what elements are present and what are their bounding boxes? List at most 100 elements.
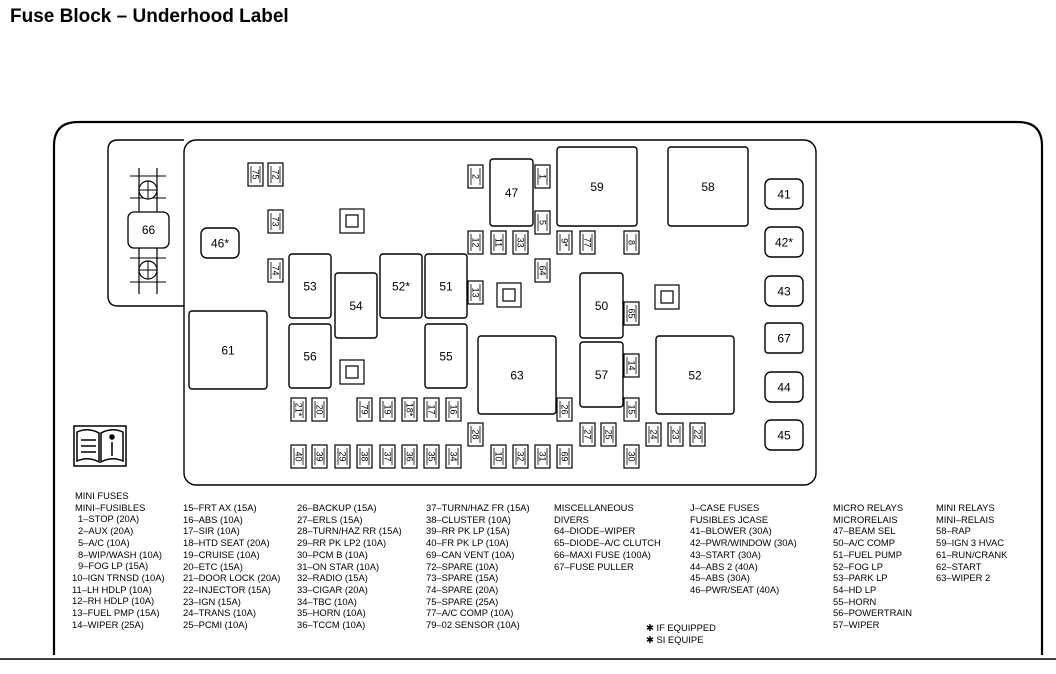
- legend-entry: 31–ON STAR (10A): [297, 560, 380, 572]
- mini-fuse-12: 12: [467, 230, 484, 255]
- relay-label: 57: [595, 368, 609, 382]
- relay-52a: 52*: [379, 253, 423, 319]
- legend-entry: 32–RADIO (15A): [297, 572, 368, 584]
- mini-fuse-64: 64: [534, 258, 551, 283]
- mini-fuse-24: 24: [645, 422, 662, 447]
- relay-label: 42*: [775, 236, 793, 250]
- mini-fuse-39: 39: [311, 444, 328, 469]
- mini-fuse-32: 32: [512, 444, 529, 469]
- mini-fuse-label: 20: [314, 404, 324, 414]
- legend-entry: 69–CAN VENT (10A): [426, 548, 515, 560]
- legend-heading: MICRO RELAYS: [833, 502, 904, 513]
- mini-fuse-label: 72: [270, 169, 280, 179]
- legend-note: ✱ SI EQUIPE: [646, 633, 704, 645]
- legend-entry: 10–IGN TRNSD (10A): [72, 571, 165, 583]
- relay-label: 43: [777, 285, 791, 299]
- mini-fuse-79: 79: [356, 397, 373, 422]
- mini-fuse-label: 65: [626, 308, 636, 318]
- mini-fuse-label: 10: [493, 451, 503, 461]
- legend-entry: 44–ABS 2 (40A): [690, 560, 758, 572]
- mini-fuse-label: 28: [470, 429, 480, 439]
- mini-fuse-23: 23: [667, 422, 684, 447]
- relay-label: 50: [595, 299, 609, 313]
- mini-fuse-5: 5: [534, 210, 551, 235]
- mini-fuse-label: 39: [314, 451, 324, 461]
- legend-entry: 56–POWERTRAIN: [833, 607, 913, 619]
- legend-entry: 13–FUEL PMP (15A): [72, 607, 160, 619]
- mini-fuse-label: 9*: [559, 238, 569, 247]
- legend-heading: MINI–RELAIS: [936, 513, 995, 525]
- mini-fuse-27: 27: [579, 422, 596, 447]
- mini-fuse-label: 74: [270, 265, 280, 275]
- legend-heading: MISCELLANEOUS: [554, 502, 634, 513]
- legend-miscellaneous: MISCELLANEOUS DIVERS 64–DIODE–WIPER 65–D…: [554, 502, 661, 572]
- mini-fuse-label: 5: [537, 220, 547, 225]
- mini-fuse-15: 15: [623, 397, 640, 422]
- legend-entry: 28–TURN/HAZ RR (15A): [297, 525, 402, 537]
- relay-label: 55: [439, 350, 453, 364]
- legend-entry: 67–FUSE PULLER: [554, 560, 634, 572]
- legend-heading: MINI–FUSIBLES: [75, 501, 146, 513]
- legend-entry: 63–WIPER 2: [936, 572, 991, 584]
- mini-fuse-label: 12: [470, 237, 480, 247]
- legend-entry: 51–FUEL PUMP: [833, 548, 902, 560]
- legend-entry: 59–IGN 3 HVAC: [936, 537, 1005, 549]
- relay-44: 44: [764, 371, 804, 403]
- relay-label: 46*: [211, 237, 229, 251]
- mini-fuse-label: 73: [270, 216, 280, 226]
- mini-fuse-label: 64: [537, 265, 547, 275]
- legend-jcase-fuses: J–CASE FUSES FUSIBLES JCASE 41–BLOWER (3…: [690, 502, 797, 596]
- mini-fuse-28: 28: [467, 422, 484, 447]
- legend-fuses-15-25: 15–FRT AX (15A) 16–ABS (10A) 17–SIR (10A…: [183, 502, 280, 631]
- mini-fuse-label: 25: [603, 429, 613, 439]
- mini-fuse-label: 32: [515, 451, 525, 461]
- mini-fuse-label: 13: [470, 287, 480, 297]
- mini-fuse-label: 16: [448, 404, 458, 414]
- mini-fuse-label: 22: [692, 429, 702, 439]
- mini-fuse-label: 33: [515, 237, 525, 247]
- legend-entry: 24–TRANS (10A): [183, 607, 256, 619]
- legend-entry: 45–ABS (30A): [690, 572, 750, 584]
- legend-entry: 54–HD LP: [833, 583, 877, 595]
- legend-entry: 30–PCM B (10A): [297, 548, 368, 560]
- relay-41: 41: [764, 178, 804, 210]
- legend-entry: 19–CRUISE (10A): [183, 548, 260, 560]
- relay-label: 45: [777, 429, 791, 443]
- legend-entry: 15–FRT AX (15A): [183, 502, 257, 513]
- legend-entry: 62–START: [936, 560, 982, 572]
- legend-micro-relays: MICRO RELAYS MICRORELAIS 47–BEAM SEL 50–…: [833, 502, 912, 631]
- legend-entry: 11–LH HDLP (10A): [72, 583, 152, 595]
- legend-entry: 25–PCMI (10A): [183, 619, 248, 631]
- mini-fuse-2: 2: [467, 164, 484, 189]
- mini-fuse-label: 30: [626, 451, 636, 461]
- mini-fuse-label: 14: [626, 360, 636, 370]
- legend-entry: 21–DOOR LOCK (20A): [183, 572, 281, 584]
- mini-fuse-35: 35: [423, 444, 440, 469]
- mini-fuse-label: 29: [337, 451, 347, 461]
- fuse-block-body: [183, 139, 817, 486]
- legend-heading: FUSIBLES JCASE: [690, 513, 769, 525]
- legend-entry: 27–ERLS (15A): [297, 513, 363, 525]
- relay-label: 63: [510, 369, 524, 383]
- mini-fuse-26: 26: [556, 397, 573, 422]
- relay-label: 61: [221, 344, 235, 358]
- legend-entry: 75–SPARE (25A): [426, 595, 499, 607]
- mini-fuse-label: 36: [404, 451, 414, 461]
- manual-icon: [73, 425, 127, 467]
- page-title: Fuse Block – Underhood Label: [10, 6, 289, 27]
- mini-fuse-36: 36: [401, 444, 418, 469]
- relay-label: 59: [590, 180, 604, 194]
- legend-entry: 5–A/C (10A): [78, 536, 130, 548]
- mini-fuse-75: 75: [247, 162, 264, 187]
- legend-entry: 42–PWR/WINDOW (30A): [690, 537, 797, 549]
- mini-fuse-9: 9*: [556, 230, 573, 255]
- relay-label: 44: [777, 381, 791, 395]
- mini-fuse-18: 18*: [401, 397, 418, 422]
- mini-fuse-31: 31: [534, 444, 551, 469]
- mini-fuse-label: 69: [559, 451, 569, 461]
- legend-entry: 40–FR PK LP (10A): [426, 537, 509, 549]
- relay-label: 58: [701, 180, 715, 194]
- mini-fuse-label: 23: [670, 429, 680, 439]
